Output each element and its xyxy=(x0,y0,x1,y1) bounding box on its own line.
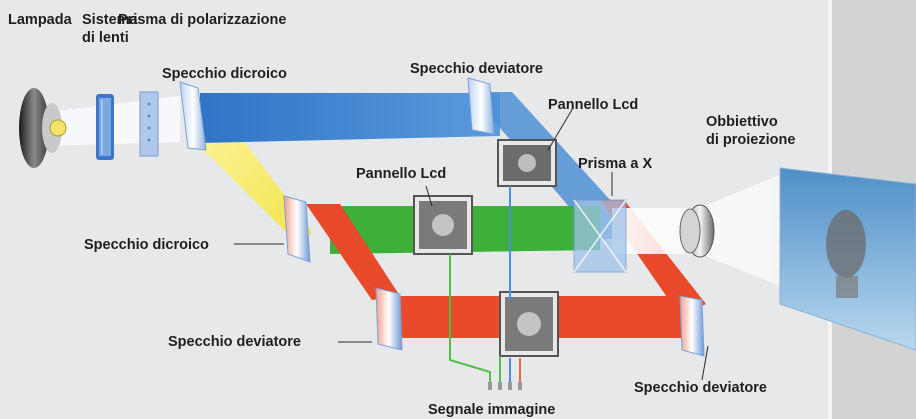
label-specchio-dicroico-top: Specchio dicroico xyxy=(162,66,287,82)
blue-beam-top xyxy=(200,93,500,143)
lcd-panel-top-icon xyxy=(497,139,557,187)
lamp-icon xyxy=(19,88,67,168)
leader-lines xyxy=(234,107,709,381)
label-specchio-deviatore-left: Specchio deviatore xyxy=(168,334,301,350)
label-prisma-polarizzazione: Prisma di polarizzazione xyxy=(118,12,286,28)
deviator-mirror-lower-right xyxy=(679,295,705,357)
label-pannello-lcd-top: Pannello Lcd xyxy=(548,97,638,113)
dichroic-mirror-top xyxy=(179,81,207,151)
polarization-prism-icon xyxy=(139,91,159,157)
label-specchio-deviatore-top: Specchio deviatore xyxy=(410,61,543,77)
deviator-mirror-top xyxy=(467,77,495,135)
projection-screen-icon xyxy=(779,167,916,351)
projection-lens-icon xyxy=(679,204,715,258)
label-segnale-immagine: Segnale immagine xyxy=(428,402,555,418)
dichroic-mirror-mid xyxy=(283,195,311,263)
signal-wires xyxy=(449,186,522,390)
label-obbiettivo-line2: di proiezione xyxy=(706,132,795,148)
label-pannello-lcd-mid: Pannello Lcd xyxy=(356,166,446,182)
lens-system-icon xyxy=(96,94,114,160)
x-prism-icon xyxy=(573,199,627,273)
lcd-panel-mid-icon xyxy=(413,195,473,255)
label-sistema-lenti-line2: di lenti xyxy=(82,30,129,46)
label-sistema-lenti-line1: Sistema xyxy=(82,12,139,28)
label-prisma-x: Prisma a X xyxy=(578,156,652,172)
label-specchio-dicroico-mid: Specchio dicroico xyxy=(84,237,209,253)
red-beam-bottom-2 xyxy=(520,296,700,338)
label-obbiettivo-line1: Obbiettivo xyxy=(706,114,778,130)
deviator-mirror-lower-left xyxy=(375,287,403,351)
label-specchio-deviatore-right: Specchio deviatore xyxy=(634,380,767,396)
label-lampada: Lampada xyxy=(8,12,73,28)
red-beam-diag-1 xyxy=(306,204,400,300)
lcd-panel-bottom-icon xyxy=(499,291,559,357)
